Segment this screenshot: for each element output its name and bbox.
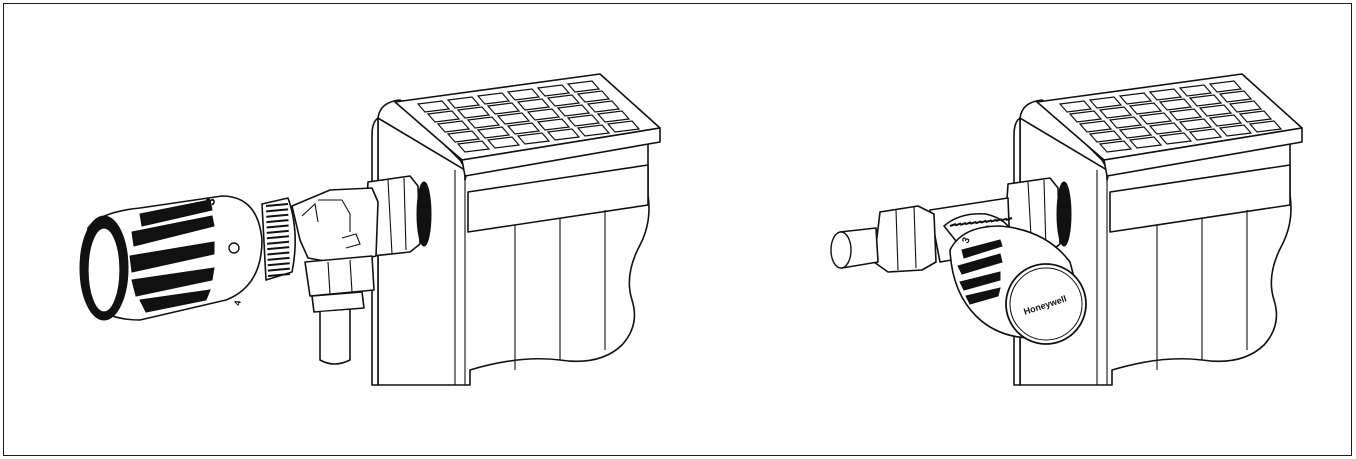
grille-cell bbox=[566, 80, 601, 93]
knurl-line bbox=[266, 235, 290, 240]
left-scale-4: 4 bbox=[232, 300, 243, 307]
grille-cell bbox=[576, 124, 611, 137]
grille-cell bbox=[546, 128, 581, 141]
grille-cell bbox=[1188, 94, 1223, 107]
grille-cell bbox=[1148, 122, 1183, 135]
knurl-line bbox=[266, 219, 289, 224]
grille-cell bbox=[596, 110, 631, 123]
grille-cell bbox=[506, 88, 541, 101]
grille-cell bbox=[506, 122, 541, 135]
grille-cell bbox=[456, 140, 491, 153]
knurl-line bbox=[959, 221, 967, 226]
grille-cell bbox=[1078, 120, 1113, 133]
grille-cell bbox=[1218, 124, 1253, 137]
grille-cell bbox=[516, 98, 551, 111]
grille-cell bbox=[576, 90, 611, 103]
knurl-line bbox=[964, 221, 972, 226]
grille-cell bbox=[1148, 88, 1183, 101]
knurl-line bbox=[975, 220, 982, 225]
grille-cell bbox=[486, 136, 521, 149]
knurl-line bbox=[266, 208, 289, 213]
grille-cell bbox=[1168, 108, 1203, 121]
grille-cell bbox=[546, 94, 581, 107]
grille-cell bbox=[476, 92, 511, 105]
left-thermostat-head: 3 4 bbox=[79, 195, 263, 321]
knurl-line bbox=[267, 267, 290, 272]
knurl-line bbox=[266, 224, 289, 229]
right-grille bbox=[1058, 80, 1283, 153]
knurl-line bbox=[980, 219, 987, 224]
knurl-line bbox=[1000, 217, 1008, 222]
grille-cell bbox=[1238, 110, 1273, 123]
grille-cell bbox=[446, 96, 481, 109]
grille-cell bbox=[416, 100, 451, 113]
grille-cell bbox=[1058, 100, 1093, 113]
grille-cell bbox=[456, 106, 491, 119]
grille-cell bbox=[1128, 136, 1163, 149]
left-knurled-ring bbox=[261, 197, 296, 281]
left-radiator-nut bbox=[363, 175, 432, 257]
knurl-line bbox=[267, 273, 291, 277]
grille-cell bbox=[476, 126, 511, 139]
grille-cell bbox=[516, 132, 551, 145]
knurl-line bbox=[267, 256, 290, 261]
grille-cell bbox=[1178, 84, 1213, 97]
grille-cell bbox=[446, 130, 481, 143]
grille-cell bbox=[1098, 140, 1133, 153]
grille-cell bbox=[1128, 102, 1163, 115]
grille-cell bbox=[566, 114, 601, 127]
grille-cell bbox=[556, 104, 591, 117]
left-scale-3: 3 bbox=[202, 197, 218, 207]
grille-cell bbox=[536, 118, 571, 131]
knurl-line bbox=[949, 223, 957, 227]
grille-cell bbox=[486, 102, 521, 115]
left-radiator bbox=[371, 73, 661, 386]
grille-cell bbox=[426, 110, 461, 123]
knurl-line bbox=[1005, 217, 1013, 221]
right-thermostat-head: Honeywell 3 bbox=[943, 212, 1087, 345]
grille-cell bbox=[526, 108, 561, 121]
grille-cell bbox=[1088, 130, 1123, 143]
right-scale-3: 3 bbox=[960, 236, 972, 245]
grille-cell bbox=[436, 120, 471, 133]
left-valve-body bbox=[291, 187, 379, 365]
grille-cell bbox=[1208, 114, 1243, 127]
grille-cell bbox=[1188, 128, 1223, 141]
grille-cell bbox=[1138, 112, 1173, 125]
grille-cell bbox=[1228, 100, 1263, 113]
knurl-line bbox=[266, 229, 289, 234]
grille-cell bbox=[1198, 104, 1233, 117]
grille-cell bbox=[1178, 118, 1213, 131]
grille-cell bbox=[466, 116, 501, 129]
grille-cell bbox=[1208, 80, 1243, 93]
grille-cell bbox=[1108, 116, 1143, 129]
grille-cell bbox=[1088, 96, 1123, 109]
knurl-line bbox=[995, 218, 1003, 223]
knurl-line bbox=[266, 213, 289, 218]
knurl-line bbox=[267, 246, 290, 251]
grille-cell bbox=[1118, 92, 1153, 105]
knurl-line bbox=[266, 240, 290, 245]
grille-cell bbox=[1068, 110, 1103, 123]
grille-cell bbox=[586, 100, 621, 113]
grille-cell bbox=[536, 84, 571, 97]
grille-cell bbox=[1158, 98, 1193, 111]
knurl-line bbox=[267, 251, 290, 256]
knurl-line bbox=[990, 218, 998, 223]
grille-cell bbox=[496, 112, 531, 125]
grille-cell bbox=[1158, 132, 1193, 145]
knurl-line bbox=[954, 222, 962, 227]
knurl-line bbox=[267, 262, 290, 267]
grille-cell bbox=[606, 120, 641, 133]
grille-cell bbox=[1218, 90, 1253, 103]
knurl-line bbox=[970, 220, 977, 225]
grille-cell bbox=[1118, 126, 1153, 139]
left-grille bbox=[416, 80, 641, 153]
knurl-line bbox=[985, 219, 992, 224]
grille-cell bbox=[1098, 106, 1133, 119]
grille-cell bbox=[1248, 120, 1283, 133]
knurl-line bbox=[265, 203, 289, 207]
